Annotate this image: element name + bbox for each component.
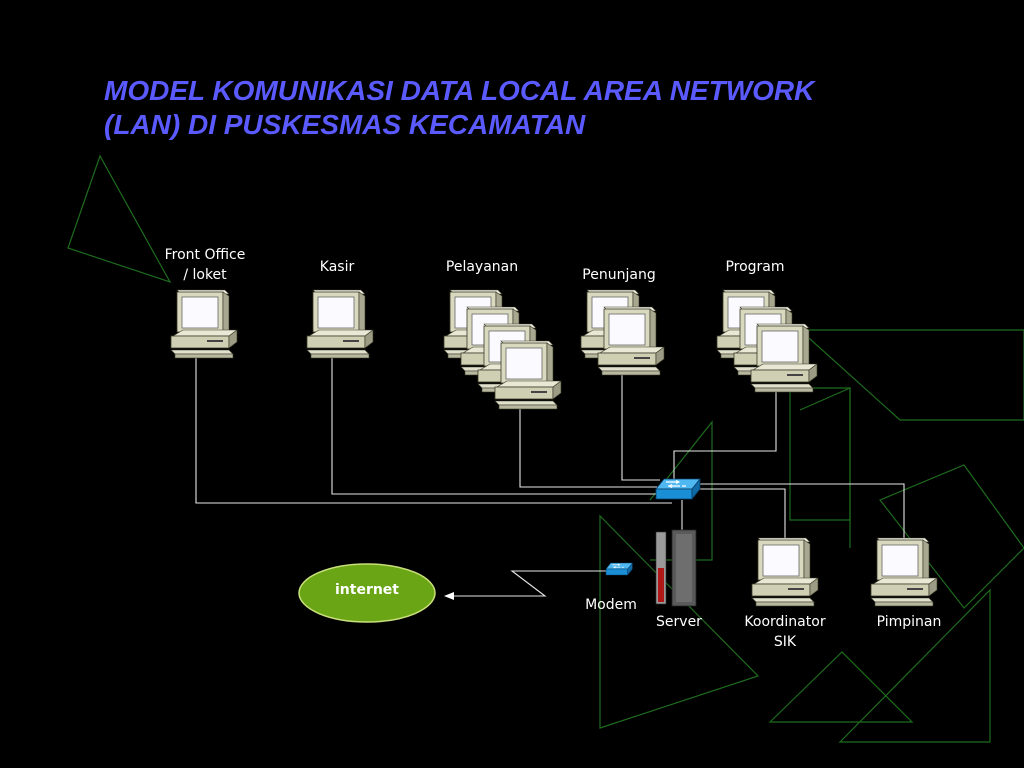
label-modem: Modem — [585, 597, 637, 613]
cable-kasir — [331, 358, 660, 495]
decorative-green-shapes — [67, 154, 1024, 743]
label-koordinator: Koordinator SIK — [730, 612, 840, 652]
computer-icon-kasir[interactable] — [306, 289, 374, 359]
modem-icon[interactable] — [605, 562, 633, 576]
computer-icon-front-office[interactable] — [170, 289, 238, 359]
decor-shape-right — [798, 329, 1024, 421]
page-title-line-2: (LAN) DI PUSKESMAS KECAMATAN — [104, 109, 586, 140]
label-pimpinan: Pimpinan — [876, 614, 942, 630]
label-kasir: Kasir — [319, 259, 355, 275]
cable-program — [673, 390, 777, 480]
computer-icon-koordinator[interactable] — [751, 537, 819, 607]
decor-diamond-right — [879, 464, 1024, 609]
computer-icon-penunjang-2[interactable] — [597, 306, 665, 376]
cable-koordinator — [696, 488, 786, 540]
label-front-office-line-2: / loket — [183, 267, 227, 283]
cable-penunjang — [621, 374, 660, 481]
cable-front-office — [195, 358, 672, 504]
label-server: Server — [656, 614, 702, 630]
cable-modem-internet — [446, 570, 606, 597]
label-penunjang: Penunjang — [582, 267, 656, 283]
arrow-head-icon — [444, 592, 454, 600]
label-program: Program — [725, 259, 785, 275]
decor-triangle-bottom-right — [768, 651, 914, 723]
label-internet: internet — [334, 582, 399, 598]
label-koordinator-line-2: SIK — [773, 634, 797, 650]
decor-rect-mid-right — [789, 387, 851, 521]
decor-triangle-top-left — [67, 154, 172, 284]
switch-icon[interactable] — [655, 478, 701, 500]
computer-icon-program-3[interactable] — [750, 323, 818, 393]
page-title-line-1: MODEL KOMUNIKASI DATA LOCAL AREA NETWORK — [104, 75, 815, 106]
computer-icon-pimpinan[interactable] — [870, 537, 938, 607]
decor-line-mid-right — [799, 387, 851, 548]
label-front-office-line-1: Front Office — [164, 247, 246, 263]
cable-pelayanan — [519, 408, 658, 488]
cable-pimpinan — [700, 483, 905, 540]
label-front-office: Front Office / loket — [146, 245, 264, 285]
server-icon[interactable] — [655, 529, 697, 607]
computer-icon-pelayanan-4[interactable] — [494, 340, 562, 410]
label-pelayanan: Pelayanan — [445, 259, 519, 275]
network-cables — [195, 358, 905, 597]
page-title: MODEL KOMUNIKASI DATA LOCAL AREA NETWORK… — [104, 74, 964, 142]
cloud-ellipse-icon[interactable] — [298, 563, 436, 623]
decor-triangle-corner — [838, 588, 991, 743]
label-koordinator-line-1: Koordinator — [744, 614, 826, 630]
